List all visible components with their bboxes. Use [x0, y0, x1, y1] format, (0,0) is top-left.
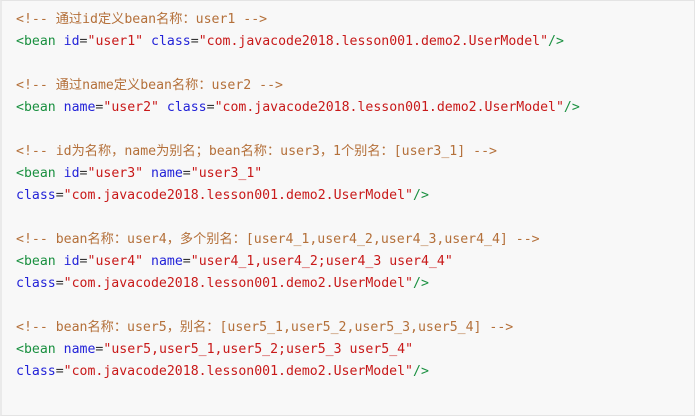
- token-tag: />: [413, 188, 429, 203]
- token-punct: [143, 34, 151, 49]
- token-punct: [56, 342, 64, 357]
- token-punct: =: [95, 342, 104, 357]
- token-attr: name: [63, 100, 96, 115]
- token-tag: />: [563, 100, 580, 115]
- token-comment: <!-- bean名称：user5，别名：[user5_1,user5_2,us…: [16, 320, 514, 335]
- token-string: "com.javacode2018.lesson001.demo2.UserMo…: [63, 364, 413, 379]
- token-punct: =: [55, 276, 64, 291]
- token-punct: [56, 34, 64, 49]
- token-punct: =: [79, 34, 88, 49]
- code-line: <bean id="user3" name="user3_1": [16, 163, 694, 185]
- token-attr: id: [63, 254, 80, 269]
- token-attr: name: [63, 342, 96, 357]
- token-punct: =: [190, 34, 199, 49]
- code-line: <!-- id为名称，name为别名；bean名称：user3，1个别名：[us…: [16, 141, 694, 163]
- token-string: "com.javacode2018.lesson001.demo2.UserMo…: [198, 34, 549, 49]
- token-attr: name: [151, 254, 183, 269]
- token-string: "user4": [87, 254, 144, 269]
- token-attr: class: [16, 188, 56, 203]
- token-punct: =: [79, 166, 88, 181]
- token-attr: name: [151, 166, 183, 181]
- token-attr: class: [16, 276, 56, 291]
- token-comment: <!-- id为名称，name为别名；bean名称：user3，1个别名：[us…: [16, 144, 497, 159]
- token-attr: id: [63, 34, 80, 49]
- token-string: "com.javacode2018.lesson001.demo2.UserMo…: [63, 276, 413, 291]
- token-tag: <bean: [16, 254, 56, 269]
- token-string: "user3_1": [190, 166, 263, 181]
- token-comment: <!-- bean名称：user4，多个别名：[user4_1,user4_2,…: [16, 232, 540, 247]
- code-line-blank: [16, 207, 694, 229]
- token-tag: <bean: [16, 34, 56, 49]
- token-punct: =: [95, 100, 104, 115]
- code-line: <bean name="user2" class="com.javacode20…: [16, 97, 694, 119]
- code-line: class="com.javacode2018.lesson001.demo2.…: [16, 185, 694, 207]
- token-punct: [56, 254, 64, 269]
- token-punct: =: [55, 364, 64, 379]
- token-attr: class: [151, 34, 191, 49]
- token-punct: =: [182, 166, 191, 181]
- code-line: <!-- 通过name定义bean名称：user2 -->: [16, 75, 694, 97]
- token-tag: <bean: [16, 100, 56, 115]
- token-punct: =: [55, 188, 64, 203]
- token-attr: class: [16, 364, 56, 379]
- token-string: "user5,user5_1,user5_2;user5_3 user5_4": [103, 342, 414, 357]
- token-string: "com.javacode2018.lesson001.demo2.UserMo…: [214, 100, 564, 115]
- code-line-blank: [16, 119, 694, 141]
- token-comment: <!-- 通过id定义bean名称：user1 -->: [16, 12, 268, 27]
- token-punct: =: [206, 100, 215, 115]
- token-tag: />: [413, 276, 429, 291]
- token-punct: =: [79, 254, 88, 269]
- token-string: "user3": [87, 166, 144, 181]
- code-line: <!-- bean名称：user4，多个别名：[user4_1,user4_2,…: [16, 229, 694, 251]
- code-line: <bean id="user4" name="user4_1,user4_2;u…: [16, 251, 694, 273]
- code-line: class="com.javacode2018.lesson001.demo2.…: [16, 273, 694, 295]
- token-string: "user1": [87, 34, 144, 49]
- token-punct: [56, 166, 64, 181]
- token-punct: [143, 254, 151, 269]
- token-attr: class: [166, 100, 207, 115]
- code-lines: <!-- 通过id定义bean名称：user1 --><bean id="use…: [16, 9, 694, 383]
- code-line: class="com.javacode2018.lesson001.demo2.…: [16, 361, 694, 383]
- code-line: <!-- bean名称：user5，别名：[user5_1,user5_2,us…: [16, 317, 694, 339]
- code-line-blank: [16, 53, 694, 75]
- code-line: <!-- 通过id定义bean名称：user1 -->: [16, 9, 694, 31]
- token-string: "com.javacode2018.lesson001.demo2.UserMo…: [63, 188, 413, 203]
- token-tag: <bean: [16, 342, 56, 357]
- token-tag: <bean: [16, 166, 56, 181]
- token-punct: [143, 166, 151, 181]
- token-punct: =: [182, 254, 191, 269]
- token-attr: id: [63, 166, 80, 181]
- token-punct: [56, 100, 64, 115]
- code-line: <bean name="user5,user5_1,user5_2;user5_…: [16, 339, 694, 361]
- token-tag: />: [548, 34, 564, 49]
- token-punct: [159, 100, 167, 115]
- token-comment: <!-- 通过name定义bean名称：user2 -->: [16, 78, 283, 93]
- code-line-blank: [16, 295, 694, 317]
- token-string: "user4_1,user4_2;user4_3 user4_4": [190, 254, 453, 269]
- code-line: <bean id="user1" class="com.javacode2018…: [16, 31, 694, 53]
- token-tag: />: [413, 364, 429, 379]
- token-string: "user2": [103, 100, 159, 115]
